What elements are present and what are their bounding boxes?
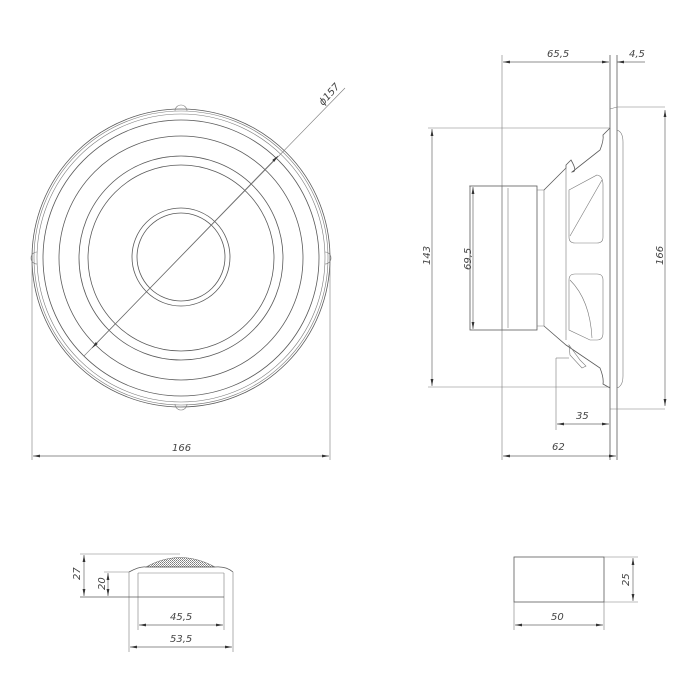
total-depth-label: 62 (552, 442, 565, 453)
mounting-notch-left (30, 251, 38, 265)
depth-label: 65,5 (547, 49, 569, 60)
tweeter-total-height-label: 27 (72, 567, 83, 580)
surround-outer (42, 119, 320, 397)
frame-thickness-label: 4,5 (629, 49, 645, 60)
terminal-offset-label: 35 (576, 411, 589, 422)
mounting-notch-right (324, 251, 332, 265)
basket-window-upper (568, 174, 604, 244)
front-width-label: 166 (172, 443, 191, 454)
box-width-label: 50 (551, 612, 564, 623)
tweeter-outer-width-label: 53,5 (170, 634, 192, 645)
surround-inner (58, 135, 304, 381)
basket-upper (543, 127, 611, 191)
magnet (469, 185, 538, 331)
terminal (568, 343, 587, 369)
basket-height-label: 143 (422, 246, 433, 265)
tweeter-dome-mesh (144, 557, 216, 568)
tweeter-inner-width-label: 45,5 (170, 612, 192, 623)
overall-height-label: 166 (655, 246, 666, 265)
crossover-box-view: 25 50 (513, 556, 638, 630)
front-view: ϕ157 166 (30, 81, 346, 460)
basket-window-lower (568, 273, 604, 341)
basket-lower (543, 325, 611, 389)
mounting-notch-top (174, 104, 188, 112)
tweeter-flange-height-label: 20 (97, 577, 108, 590)
box-height-label: 25 (621, 573, 632, 586)
crossover-box (513, 556, 605, 603)
gasket (616, 129, 624, 389)
mounting-notch-bottom (174, 403, 188, 411)
tweeter-view: 27 20 45,5 53,5 (72, 553, 234, 652)
side-view: 65,5 4,5 143 69,5 166 35 62 (422, 49, 667, 460)
frame-outer-rim (31, 108, 331, 408)
magnet-diameter-label: 69,5 (463, 248, 474, 270)
tweeter-flange-top (128, 566, 234, 573)
